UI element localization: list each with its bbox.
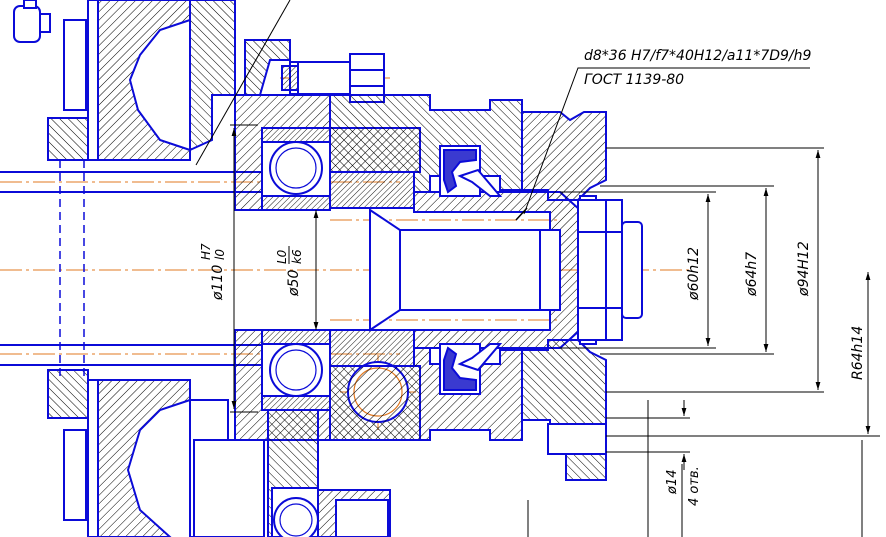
dimension-lines: [230, 124, 880, 537]
dim-d94: ø94H12: [796, 241, 812, 297]
left-housing: [47, 0, 265, 537]
dim-d50: ø50 L0 k6: [275, 246, 304, 297]
dim-r64: R64h14: [850, 326, 866, 380]
hidden-lines: [59, 160, 85, 380]
top-bolt: [13, 0, 51, 43]
bearing-lower-third: [273, 497, 319, 537]
spline-designation: d8*36 H7/f7*40H12/a11*7D9/h9: [584, 48, 811, 64]
dim-d50-numerator: L0: [275, 249, 289, 264]
spline-standard: ГОСТ 1139-80: [584, 72, 684, 88]
dim-d50-prefix: ø50: [286, 270, 302, 297]
leader-lines: [195, 0, 810, 221]
dim-d64: ø64h7: [744, 252, 760, 297]
dim-holes: 4 отв.: [687, 466, 702, 506]
dim-d110-prefix: ø110: [210, 265, 226, 301]
dim-d110: ø110 H7 l0: [199, 243, 227, 301]
dim-d110-denominator: l0: [213, 249, 227, 260]
dim-d110-numerator: H7: [199, 243, 213, 260]
splined-hub: [369, 191, 581, 349]
seal-cover: [329, 94, 523, 441]
bearing-bottom: [261, 329, 331, 411]
housing-bolt: [244, 39, 385, 103]
flange: [521, 111, 643, 481]
bearing-top: [261, 127, 331, 211]
dim-d50-denominator: k6: [290, 249, 304, 264]
dim-d14: ø14: [665, 470, 680, 496]
shaft: [0, 171, 262, 366]
dim-d60: ø60h12: [686, 247, 702, 301]
